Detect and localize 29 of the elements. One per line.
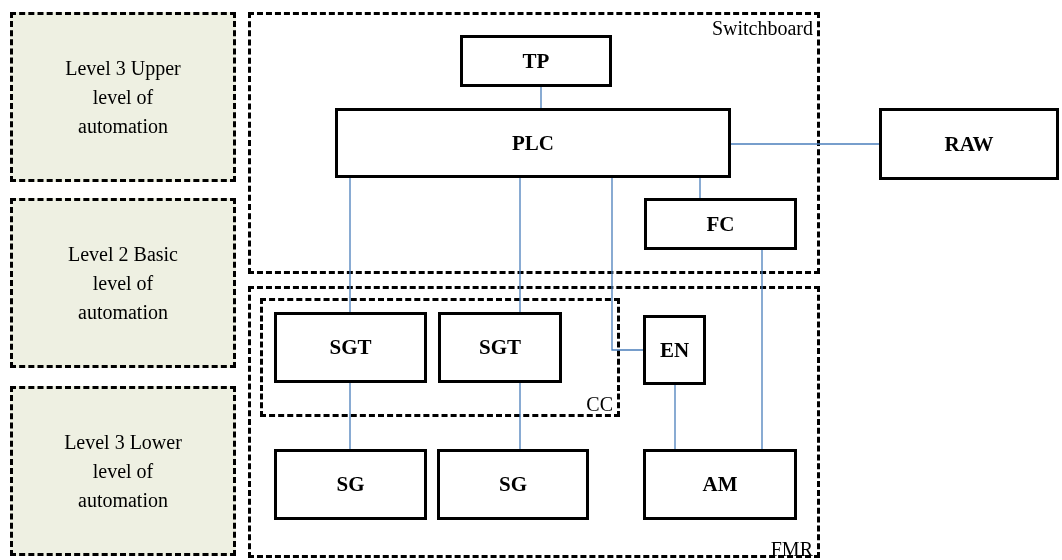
- level-panel: Level 2 Basic level of automation: [10, 198, 236, 368]
- connector-line: [540, 86, 542, 109]
- group-label: FMR: [770, 538, 813, 560]
- dashed-group-frame: [260, 298, 620, 417]
- level-panel: Level 3 Lower level of automation: [10, 386, 236, 556]
- component-box: PLC: [335, 108, 731, 178]
- dashed-group-frame: [248, 12, 820, 274]
- connector-line: [674, 384, 676, 450]
- connector-line: [519, 177, 521, 313]
- component-box: SG: [437, 449, 589, 520]
- component-box: FC: [644, 198, 797, 250]
- connector-line: [699, 177, 701, 199]
- connector-line: [349, 382, 351, 450]
- component-box: SG: [274, 449, 427, 520]
- level-panel: Level 3 Upper level of automation: [10, 12, 236, 182]
- component-box: AM: [643, 449, 797, 520]
- group-label: CC: [586, 393, 613, 416]
- component-box: EN: [643, 315, 706, 385]
- connector-line: [730, 143, 880, 145]
- component-box: SGT: [274, 312, 427, 383]
- connector-line: [519, 382, 521, 450]
- dashed-group-frame: [248, 286, 820, 558]
- connector-line: [349, 177, 351, 313]
- component-box: TP: [460, 35, 612, 87]
- connector-line: [761, 249, 763, 450]
- component-box: SGT: [438, 312, 562, 383]
- component-box: RAW: [879, 108, 1059, 180]
- connector-line: [611, 177, 644, 351]
- group-label: Switchboard: [711, 17, 813, 40]
